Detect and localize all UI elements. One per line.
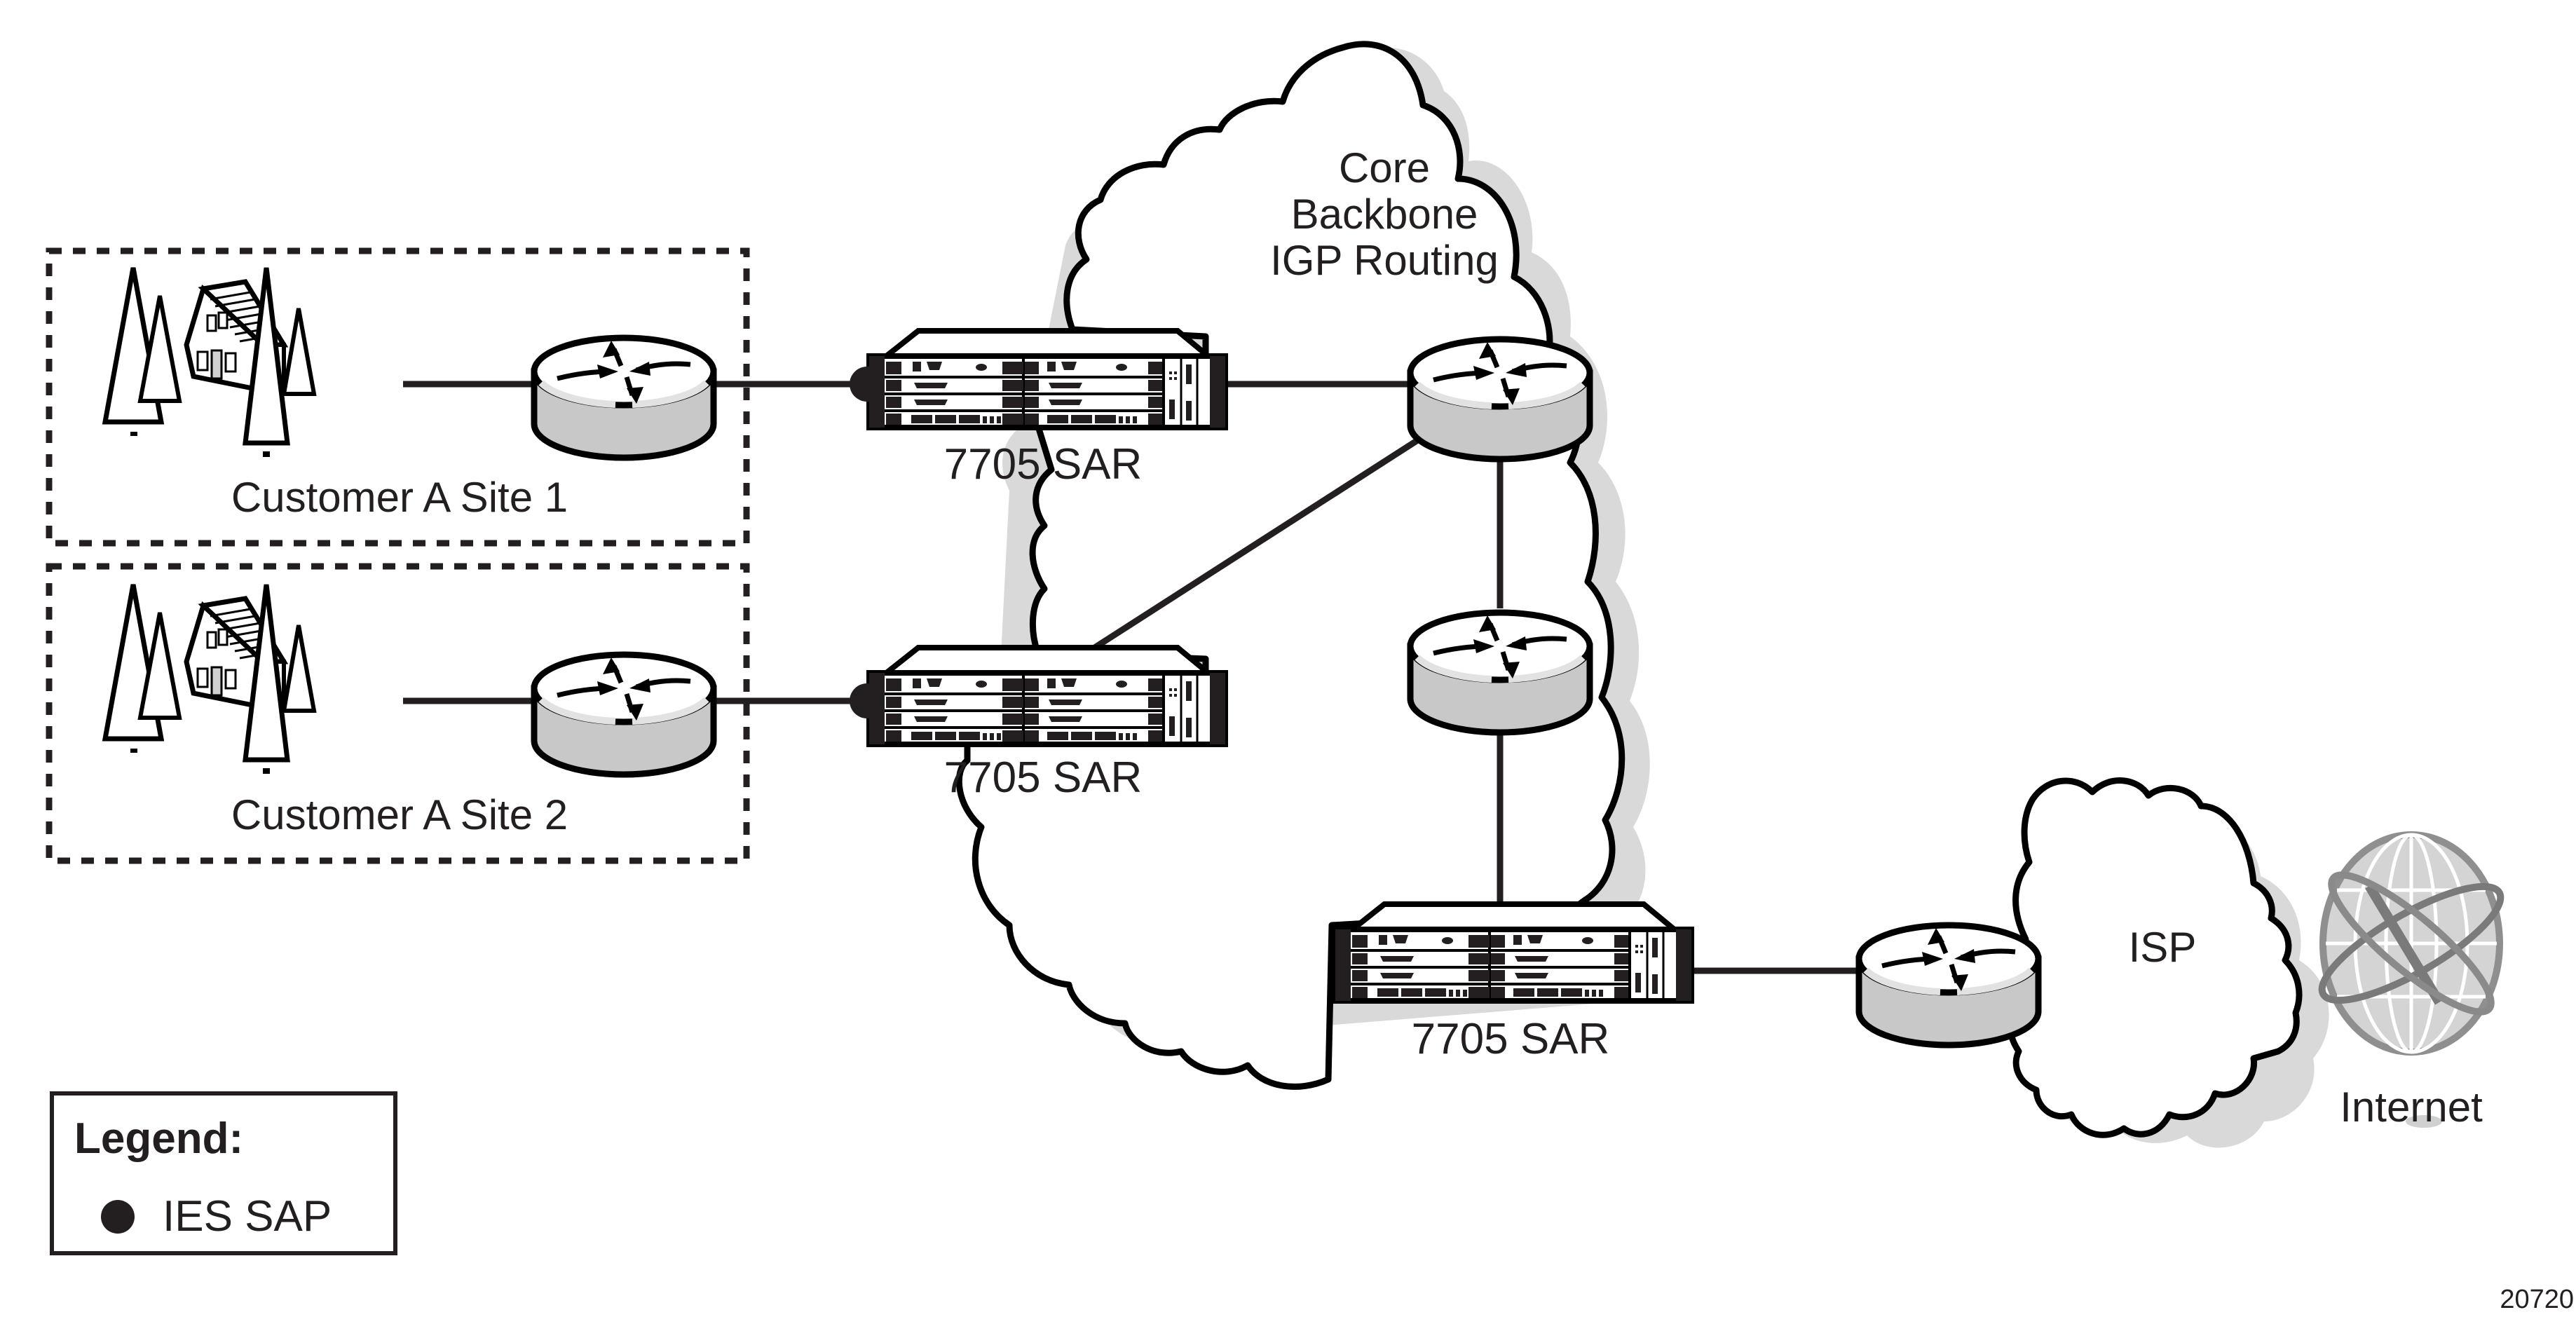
internet-label: Internet (2340, 1084, 2483, 1131)
ies-sap-legend-dot (101, 1200, 135, 1234)
sar-chassis-icon (869, 331, 1225, 428)
link-sar2-core1 (1091, 432, 1429, 651)
site-1-boundary (46, 247, 750, 547)
core-label-line-1: Core (1339, 144, 1430, 191)
sar-node-2[interactable]: 7705 SAR (850, 648, 1225, 802)
customer-site-1: Customer A Site 1 (46, 247, 750, 547)
ies-sap-dot (850, 367, 885, 402)
ies-sap-dot (850, 683, 885, 718)
core-label-line-2: Backbone (1291, 191, 1478, 238)
links (403, 381, 1858, 974)
sar-node-3[interactable]: 7705 SAR (1335, 904, 1691, 1063)
site-2-label: Customer A Site 2 (231, 791, 568, 838)
core-backbone-cloud (955, 41, 1650, 1090)
globe-icon (2318, 831, 2505, 1128)
ce-router-1-icon[interactable] (534, 338, 714, 458)
house-with-trees-icon (105, 268, 314, 457)
site-1-label: Customer A Site 1 (231, 474, 568, 521)
internet-node[interactable]: Internet (2308, 831, 2514, 1131)
core-cloud-label: Core Backbone IGP Routing (1270, 144, 1499, 284)
isp-cloud (2006, 777, 2329, 1148)
sar-node-1[interactable]: 7705 SAR (850, 331, 1225, 489)
sar-2-label: 7705 SAR (944, 753, 1143, 802)
core-router-1-icon[interactable] (1410, 339, 1590, 459)
isp-router-icon[interactable] (1859, 925, 2038, 1045)
ce-router-2-icon[interactable] (534, 655, 714, 774)
core-router-2-icon[interactable] (1410, 613, 1590, 732)
figure-number: 20720 (2500, 1285, 2574, 1314)
isp-label: ISP (2129, 924, 2197, 971)
legend-title: Legend: (74, 1114, 243, 1163)
house-with-trees-icon (105, 585, 314, 774)
legend-item-ies-sap: IES SAP (163, 1192, 332, 1241)
legend: Legend: IES SAP (50, 1091, 397, 1255)
sar-chassis-icon (1335, 904, 1691, 1001)
customer-site-2: Customer A Site 2 (46, 563, 750, 864)
site-2-boundary (46, 563, 750, 864)
sar-chassis-icon (869, 648, 1225, 744)
sar-1-label: 7705 SAR (944, 440, 1143, 489)
sar-3-label: 7705 SAR (1412, 1015, 1610, 1063)
core-label-line-3: IGP Routing (1270, 237, 1499, 284)
